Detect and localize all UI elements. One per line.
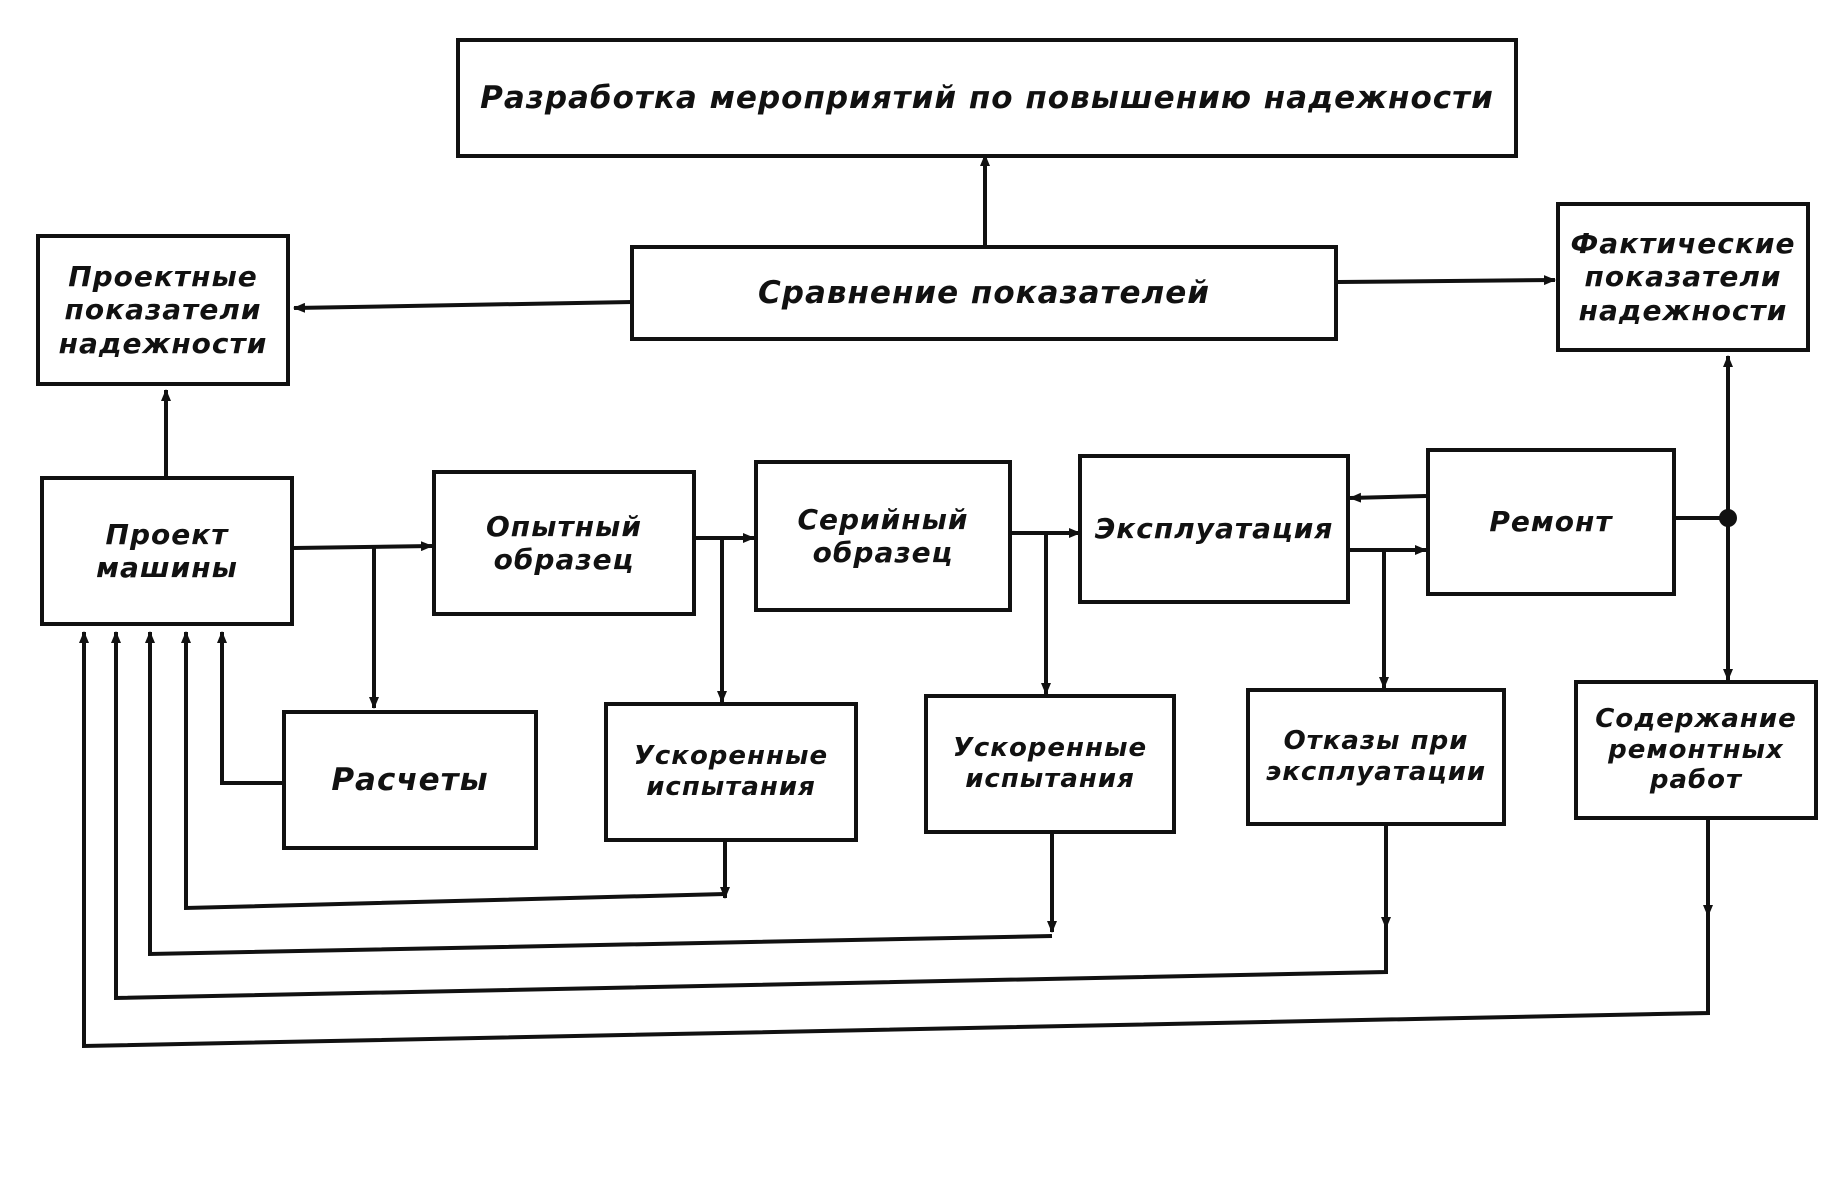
accelerated-tests-2-box: Ускоренные испытания	[924, 694, 1176, 834]
arrow-project-to-prototype	[293, 541, 433, 552]
feedback-calculations-to-project	[217, 631, 282, 785]
repair-content-box: Содержание ремонтных работ	[1574, 680, 1818, 820]
serial-sample-box: Серийный образец	[754, 460, 1012, 612]
arrow-comparison-to-design-indicators	[293, 300, 633, 313]
repair-box: Ремонт	[1426, 448, 1676, 596]
junction-dot	[1719, 509, 1737, 527]
operation-failures-box: Отказы при эксплуатации	[1246, 688, 1506, 826]
comparison-box: Сравнение показателей	[630, 245, 1338, 341]
actual-indicators-box: Фактические показатели надежности	[1556, 202, 1810, 352]
feedback-repair-content-to-project	[79, 631, 1710, 1049]
arrow-comparison-to-actual-indicators	[1337, 275, 1556, 286]
development-box: Разработка мероприятий по повышению наде…	[456, 38, 1518, 158]
operation-box: Эксплуатация	[1078, 454, 1350, 604]
calculations-box: Расчеты	[282, 710, 538, 850]
machine-project-box: Проект машины	[40, 476, 294, 626]
arrow-repair-to-operation	[1349, 492, 1427, 503]
feedback-accelerated-tests-1-to-project	[181, 631, 726, 911]
accelerated-tests-1-box: Ускоренные испытания	[604, 702, 858, 842]
prototype-box: Опытный образец	[432, 470, 696, 616]
design-indicators-box: Проектные показатели надежности	[36, 234, 290, 386]
feedback-accelerated-tests-2-to-project	[145, 631, 1053, 957]
feedback-operation-failures-to-project	[111, 631, 1388, 1001]
